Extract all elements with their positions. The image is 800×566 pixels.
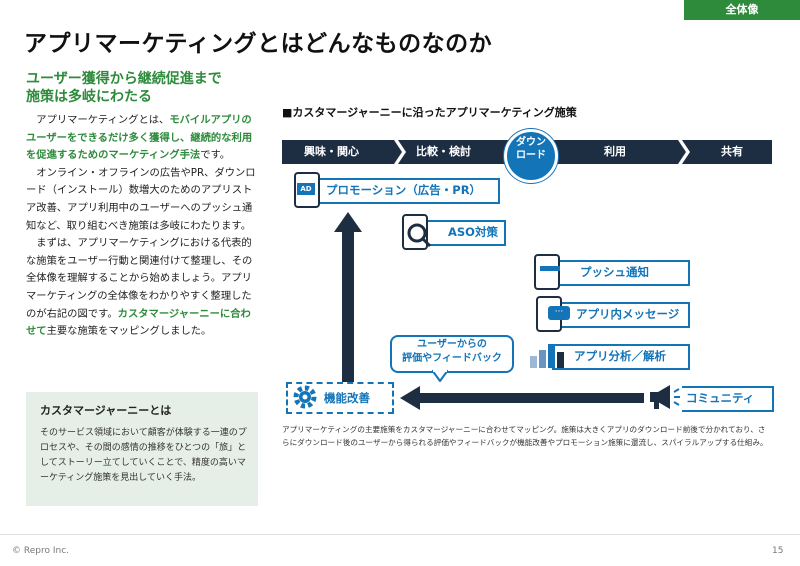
measure-improve-label: 機能改善: [324, 391, 370, 405]
paragraph-3-highlight: カスタマージャーニーに合わせて: [26, 307, 251, 338]
feedback-bubble: [390, 335, 514, 373]
stage-segment-1: [282, 140, 402, 164]
paragraph-1: アプリマーケティングとは、モバイルアプリのユーザーをできるだけ多く獲得し、継続的…: [26, 112, 258, 165]
magnifier-icon: [407, 223, 432, 248]
stage-segment-2: [398, 140, 518, 164]
measure-promotion-label: プロモーション（広告・PR）: [326, 183, 482, 197]
section-tag: 全体像: [684, 0, 800, 20]
feedback-label-line-2: 評価やフィードバック: [402, 353, 502, 364]
megaphone-icon: [644, 382, 682, 412]
feedback-label-line-1: ユーザーからの: [417, 339, 487, 350]
paragraph-3-end: 主要な施策をマッピングしました。: [46, 325, 212, 338]
stage-compare: 比較・検討: [416, 145, 471, 158]
measure-inapp: [552, 302, 690, 328]
paragraph-3: まずは、アプリマーケティングにおける代表的な施策をユーザー行動と関連付けて整理し…: [26, 235, 258, 341]
footer-divider: [0, 534, 800, 535]
measure-analytics: [552, 344, 690, 370]
bar-chart-icon: [530, 344, 564, 368]
paragraph-1-text: アプリマーケティングとは、: [36, 114, 170, 126]
download-label-line-1: ダウン: [516, 137, 546, 148]
ad-badge: AD: [297, 183, 315, 195]
diagram-caption: アプリマーケティングの主要施策をカスタマージャーニーに合わせてマッピング。施策は…: [282, 425, 768, 447]
definition-text: そのサービス領域において顧客が体験する一連のプロセスや、その間の感情の推移をひと…: [40, 428, 247, 483]
phone-notification-icon: [534, 254, 560, 290]
subheading: ユーザー獲得から継続促進まで 施策は多岐にわたる: [26, 70, 266, 106]
measure-community-label: コミュニティ: [686, 391, 755, 405]
measure-aso-label: ASO対策: [448, 225, 498, 239]
paragraph-2: オンライン・オフラインの広告やPR、ダウンロード（インストール）数増大のためのア…: [26, 166, 256, 232]
paragraph-1-end: です。: [200, 149, 231, 162]
measure-push-label: プッシュ通知: [580, 265, 649, 279]
stage-use: 利用: [604, 145, 626, 158]
definition-box: [26, 392, 258, 506]
paragraph-3-text: まずは、アプリマーケティングにおける代表的な施策をユーザー行動と関連付けて整理し…: [26, 237, 253, 320]
download-circle: [504, 129, 558, 183]
measure-promotion: [310, 178, 500, 204]
stage-segment-4: [552, 140, 686, 164]
measure-analytics-label: アプリ分析／解析: [574, 349, 666, 363]
copyright: © Repro Inc.: [12, 546, 69, 556]
page-title: アプリマーケティングとはどんなものなのか: [24, 31, 493, 57]
stage-segment-5: [682, 140, 772, 164]
subheading-line-2: 施策は多岐にわたる: [26, 89, 152, 105]
body-text: アプリマーケティングとは、モバイルアプリのユーザーをできるだけ多く獲得し、継続的…: [26, 112, 258, 341]
notification-banner-icon: [540, 266, 560, 271]
feedback-label: ユーザーからの 評価やフィードバック: [390, 338, 514, 366]
gear-icon: [293, 385, 317, 409]
up-arrow-icon: [334, 212, 362, 386]
subheading-line-1: ユーザー獲得から継続促進まで: [26, 71, 222, 87]
page-number: 15: [772, 546, 784, 556]
download-label: ダウン ロード: [504, 136, 558, 162]
left-arrow-icon: [400, 386, 660, 410]
diagram-title: ■カスタマージャーニーに沿ったアプリマーケティング施策: [282, 106, 577, 119]
measure-push: [552, 260, 690, 286]
bubble-tail: [432, 370, 448, 382]
stage-interest: 興味・関心: [304, 145, 359, 158]
download-label-line-2: ロード: [516, 150, 546, 161]
chat-icon: ···: [548, 306, 570, 320]
paragraph-1-highlight: モバイルアプリのユーザーをできるだけ多く獲得し、継続的な利用を促進するためのマー…: [26, 114, 253, 162]
measure-inapp-label: アプリ内メッセージ: [576, 307, 680, 321]
stage-share: 共有: [721, 145, 743, 158]
definition-title: カスタマージャーニーとは: [40, 404, 172, 417]
